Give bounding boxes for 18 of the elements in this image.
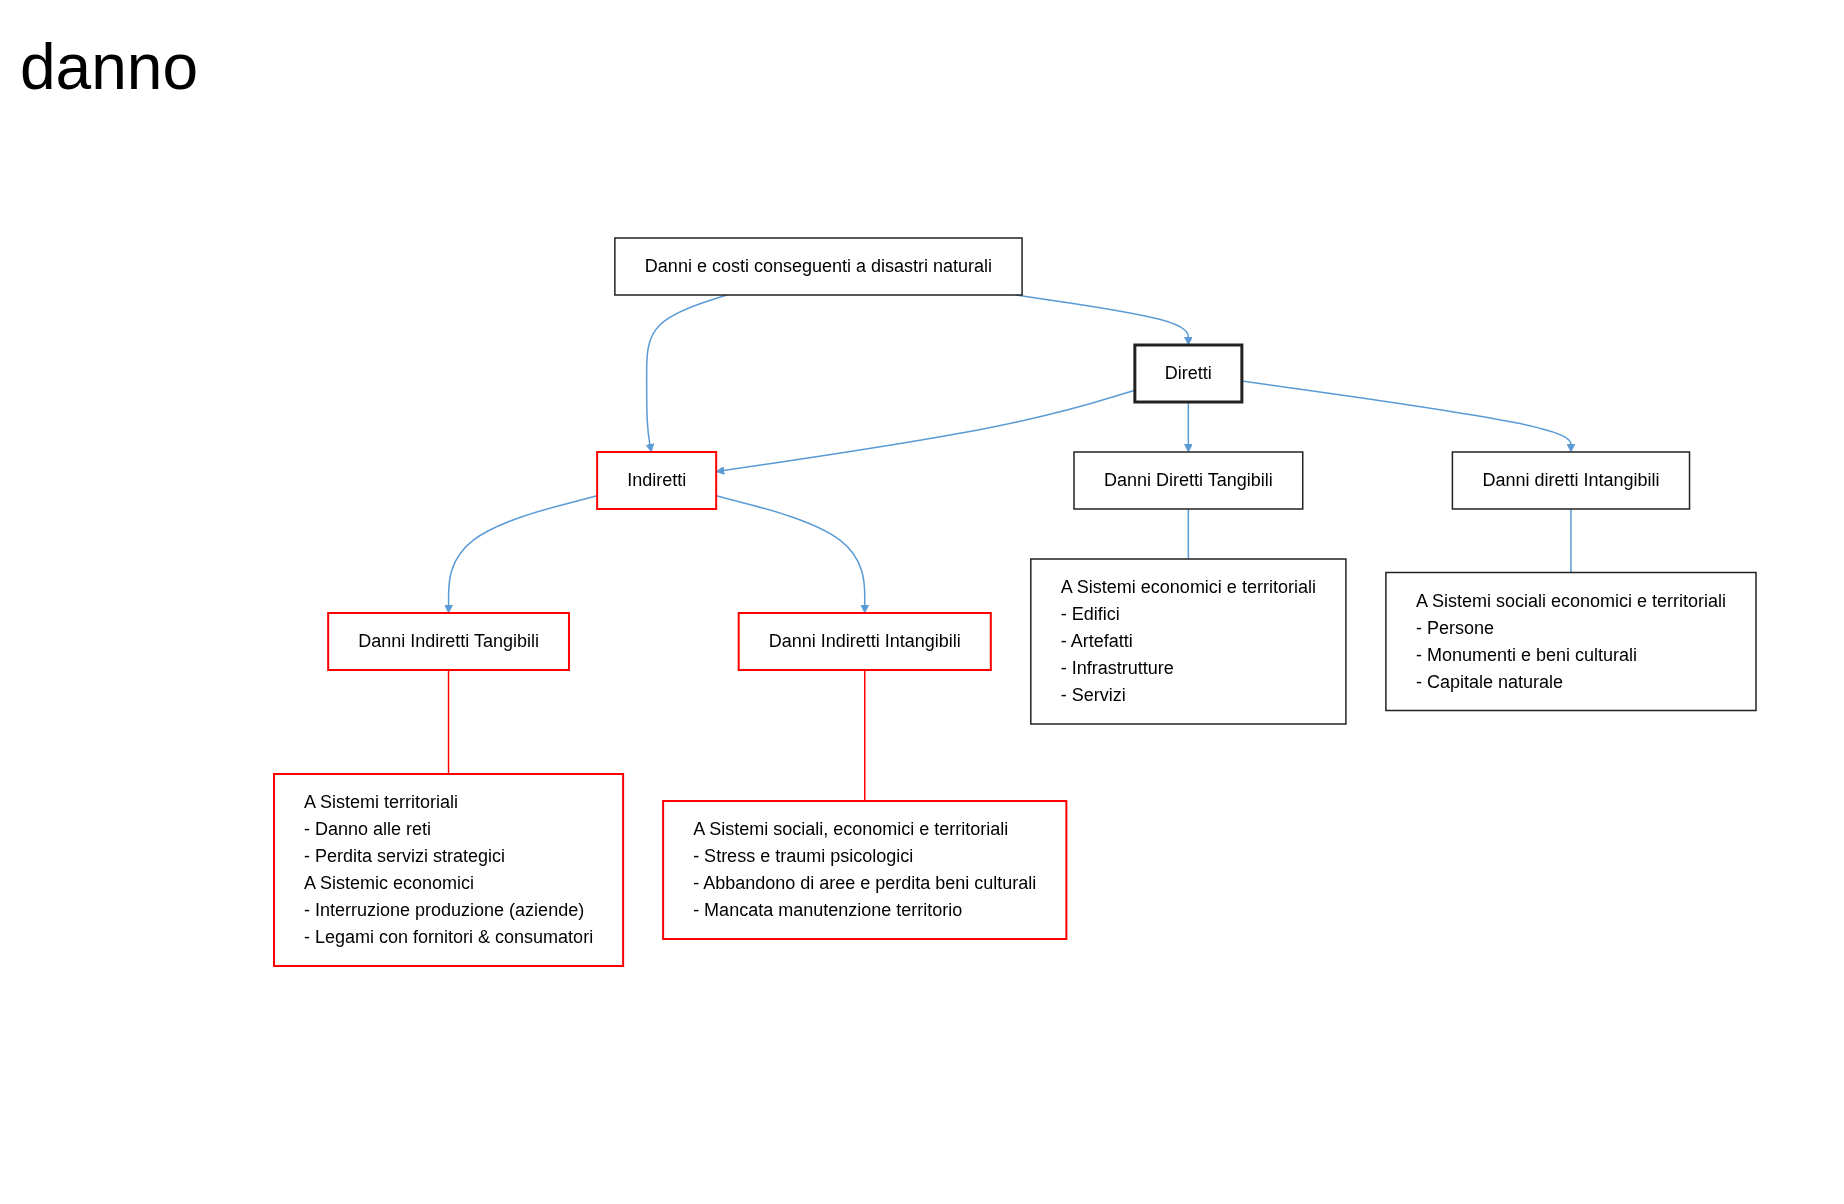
node-box: Diretti [1133,343,1244,404]
node-box: A Sistemi sociali, economici e territoriali - Stress e traumi psicologici - Abbandono di aree e perdita beni culturali - Mancata manutenzione territorio [662,800,1068,940]
node-box: Danni Indiretti Intangibili [737,612,992,671]
connector [1570,508,1572,574]
connector [1187,508,1190,560]
node-box: Indiretti [596,451,718,510]
diagram-label: danno [20,30,198,104]
connector [447,669,450,775]
node-box: Danni e costi conseguenti a disastri naturali [614,237,1023,296]
arrow [1241,380,1576,453]
node-box: Danni Diretti Tangibili [1073,451,1304,510]
node-box: Danni diretti Intangibili [1451,451,1691,510]
node-box: A Sistemi territoriali - Danno alle reti - Perdita servizi strategici A Sistemic economici - Interruzione produzione (aziende) - Legami con fornitori & consumatori [273,773,625,967]
node-box: Danni Indiretti Tangibili [327,612,570,671]
node-box: A Sistemi economici e territoriali - Edifici - Artefatti - Infrastrutture - Servizi [1030,558,1347,725]
node-box: A Sistemi sociali economici e territoriali - Persone - Monumenti e beni culturali - Capitale naturale [1385,571,1757,712]
arrow [444,495,598,614]
connector [864,669,866,802]
